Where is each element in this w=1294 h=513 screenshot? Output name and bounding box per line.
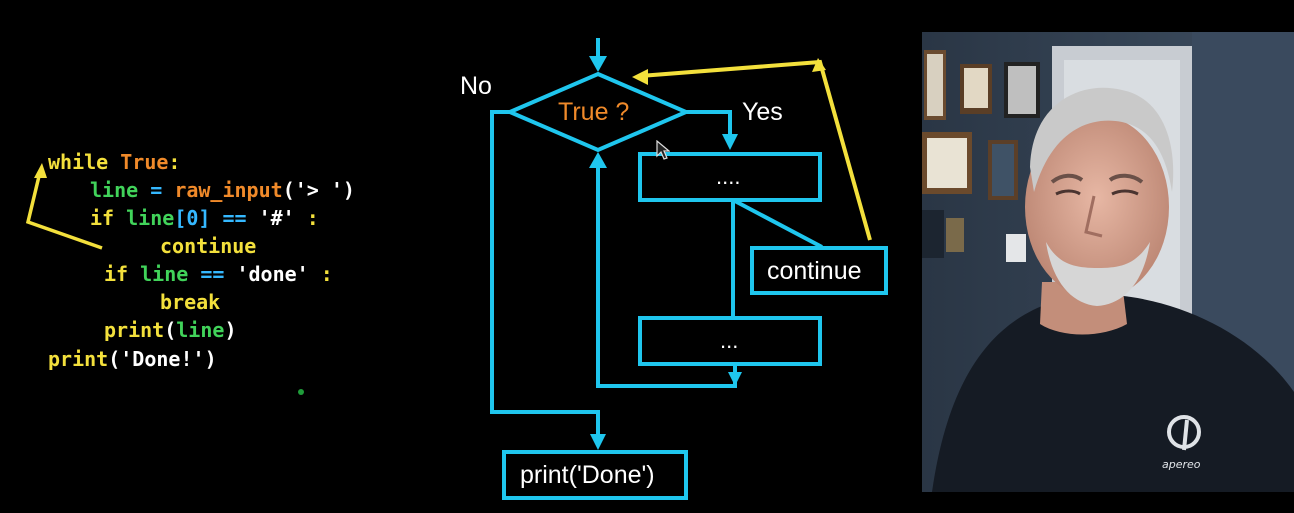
- first-statement-label: ....: [716, 164, 741, 189]
- code-token: (: [164, 318, 177, 342]
- code-token: line: [126, 206, 175, 230]
- second-statement-box: [638, 316, 822, 366]
- code-token: line: [140, 262, 201, 286]
- code-token: '> ': [294, 178, 343, 202]
- code-token: line: [90, 178, 151, 202]
- code-token: 'done': [236, 262, 321, 286]
- code-line: while True:: [48, 148, 180, 176]
- decision-diamond: [504, 71, 692, 153]
- code-token: print: [104, 318, 165, 342]
- second-statement-label: ...: [720, 328, 739, 353]
- code-line: if line[0] == '#' :: [90, 204, 319, 232]
- code-token: :: [168, 150, 181, 174]
- flowchart-graphic: [490, 38, 888, 500]
- code-token: (: [108, 347, 121, 371]
- code-token: break: [160, 290, 221, 314]
- code-token: [0]: [174, 206, 211, 230]
- code-token: ==: [200, 262, 237, 286]
- code-token: '#': [258, 206, 307, 230]
- code-token: if: [104, 262, 141, 286]
- code-token: raw_input: [174, 178, 283, 202]
- end-statement-label: print('Done'): [520, 461, 655, 489]
- code-token: 'Done!': [120, 347, 205, 371]
- code-token: :: [306, 206, 319, 230]
- code-token: line: [176, 318, 225, 342]
- code-token: ): [224, 318, 237, 342]
- code-line: if line == 'done' :: [104, 260, 333, 288]
- code-token: continue: [160, 234, 257, 258]
- laser-pointer-dot: [298, 389, 304, 395]
- yes-branch-label: Yes: [742, 98, 783, 126]
- mouse-pointer-icon: [656, 140, 670, 160]
- webcam-video: apereo: [922, 32, 1294, 492]
- first-statement-box: [638, 152, 822, 202]
- code-line: print(line): [104, 316, 236, 344]
- code-line: line = raw_input('> '): [90, 176, 355, 204]
- continue-label: continue: [767, 257, 862, 285]
- code-token: print: [48, 347, 109, 371]
- code-token: ): [204, 347, 217, 371]
- flowchart: True ? No Yes .... continue ... print('D…: [430, 0, 920, 513]
- loop-arrow-head-icon: [34, 163, 47, 178]
- code-token: =: [150, 178, 175, 202]
- code-token: while: [48, 150, 121, 174]
- print-done-box: [502, 450, 688, 500]
- code-token: :: [320, 262, 333, 286]
- code-line: print('Done!'): [48, 345, 217, 373]
- code-line: break: [160, 288, 220, 316]
- code-line: continue: [160, 232, 256, 260]
- decision-label: True ?: [558, 98, 630, 126]
- no-branch-label: No: [460, 72, 492, 100]
- apereo-logo-icon: apereo: [1162, 415, 1201, 471]
- code-token: True: [120, 150, 169, 174]
- continue-loop-arrow: [25, 163, 103, 250]
- continue-box: [750, 246, 888, 295]
- presenter-image: apereo: [922, 32, 1294, 492]
- code-token: if: [90, 206, 127, 230]
- svg-text:apereo: apereo: [1162, 458, 1201, 471]
- code-token: ): [342, 178, 355, 202]
- code-token: ==: [210, 206, 259, 230]
- code-token: (: [282, 178, 295, 202]
- code-panel: while True: line = raw_input('> ') if li…: [0, 0, 430, 513]
